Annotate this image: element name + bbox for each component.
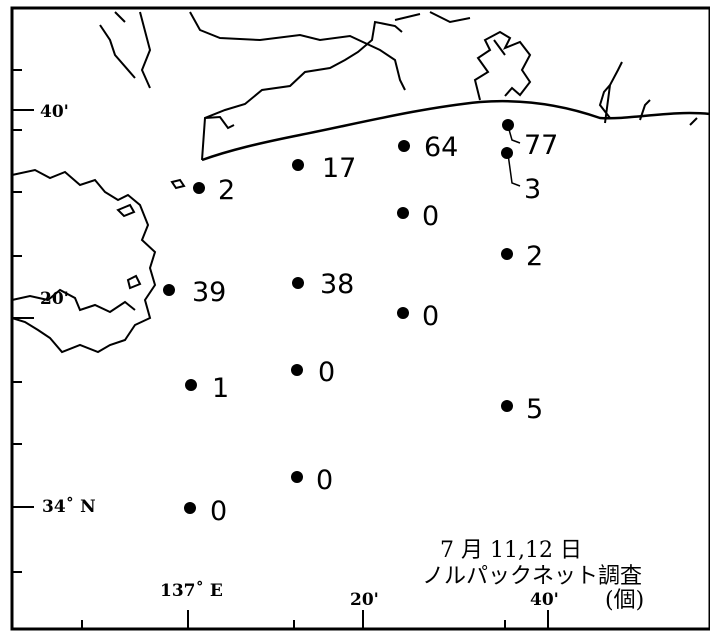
coastline-peninsula: [201, 20, 403, 161]
coastline-east-river: [598, 61, 698, 126]
station-dot: [398, 140, 410, 152]
lon-label-40: 40': [530, 590, 559, 610]
station-count: 0: [422, 301, 439, 332]
leader-3: [507, 153, 521, 187]
lon-label-20: 20': [350, 590, 379, 610]
survey-date: 7 月 11,12 日: [440, 538, 582, 563]
station-count: 1: [212, 373, 229, 404]
left-ticks: [12, 69, 34, 573]
station-dot: [291, 471, 303, 483]
island-small-1: [116, 203, 136, 218]
station-dot: [292, 159, 304, 171]
coastline-upper-river: [394, 11, 471, 24]
lat-label-20: 20': [40, 289, 69, 309]
map-frame: [10, 6, 710, 631]
station-dot: [502, 119, 514, 131]
station-dot: [291, 364, 303, 376]
station-dot: [193, 182, 205, 194]
station-count: 38: [320, 269, 354, 300]
station-count: 0: [318, 357, 335, 388]
station-dot: [501, 248, 513, 260]
survey-method: ノルパックネット調査: [422, 564, 643, 589]
lon-label-137e: 137˚ E: [160, 580, 223, 601]
station-count: 0: [422, 201, 439, 232]
lat-label-40: 40': [40, 102, 69, 122]
coastline-northeast-bay: [473, 30, 532, 101]
coastline-west: [11, 168, 157, 354]
station-count: 2: [526, 241, 543, 272]
stations: 64 77 17 3 2 0 2 38 39 0 0 1 5 0 0: [163, 119, 558, 527]
station-dot: [501, 400, 513, 412]
station-dot: [292, 277, 304, 289]
station-dot: [501, 147, 513, 159]
station-count: 2: [218, 175, 235, 206]
station-count: 0: [316, 465, 333, 496]
station-dot: [163, 284, 175, 296]
station-count: 64: [424, 132, 458, 163]
station-dot: [184, 502, 196, 514]
station-count: 39: [192, 277, 226, 308]
station-count: 3: [524, 174, 541, 205]
coastline-north: [201, 99, 710, 162]
island-small-2: [170, 178, 186, 190]
coastline-bay-head: [99, 11, 406, 91]
station-dot: [185, 379, 197, 391]
lat-label-34n: 34˚ N: [42, 496, 96, 517]
station-count: 17: [322, 153, 356, 184]
bottom-ticks: [81, 610, 549, 629]
station-dot: [397, 307, 409, 319]
island-small-3: [126, 274, 142, 290]
coastline-west-inner: [11, 288, 136, 314]
station-count: 0: [210, 496, 227, 527]
station-count: 5: [526, 394, 543, 425]
survey-unit: (個): [605, 588, 645, 613]
station-dot: [397, 207, 409, 219]
station-count: 77: [524, 130, 558, 161]
